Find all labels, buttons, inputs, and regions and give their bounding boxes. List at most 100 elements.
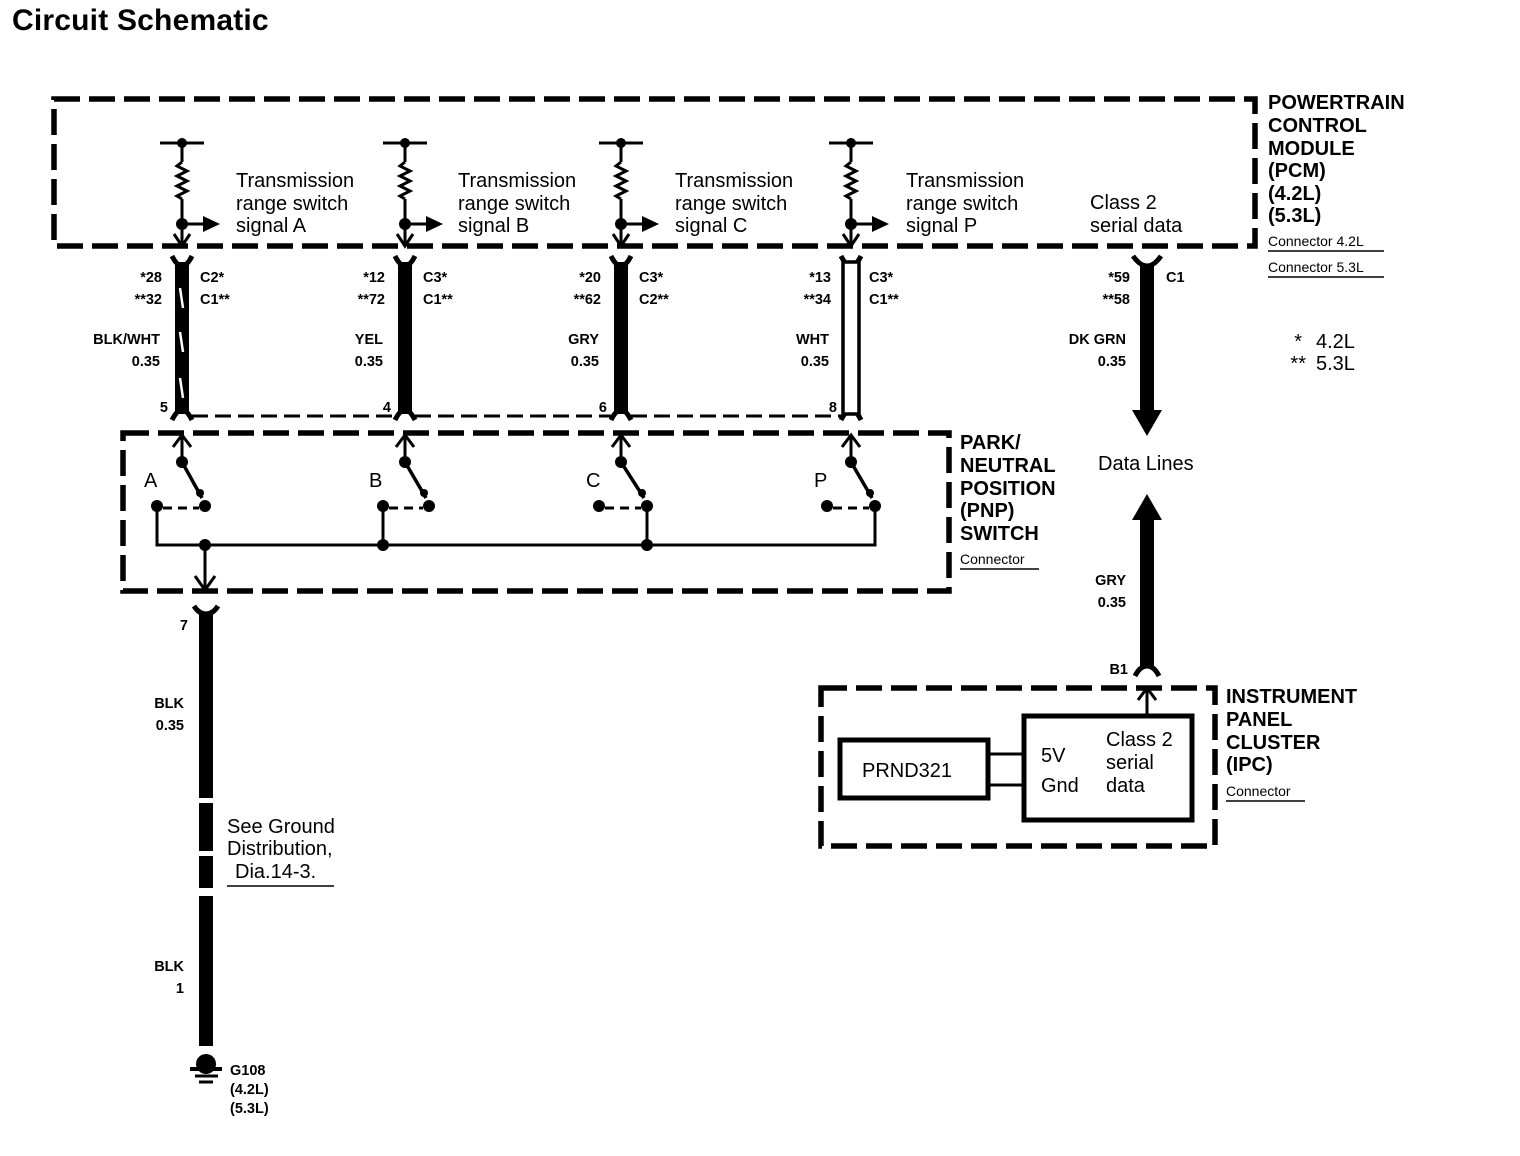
- svg-text:B1: B1: [1109, 662, 1128, 678]
- svg-text:*59: *59: [1108, 270, 1130, 286]
- connector-4-2l: C2*: [200, 270, 225, 286]
- ground-labels: 7 BLK 0.35 See Ground Distribution, Dia.…: [154, 618, 335, 1117]
- pin-number-4-2l: *20: [579, 270, 601, 286]
- pullup-resistor-p: [829, 138, 889, 249]
- svg-text:G108: G108: [230, 1063, 265, 1079]
- resistor-icon: [612, 160, 630, 201]
- stripe: [178, 287, 185, 309]
- svg-text:(PNP): (PNP): [960, 500, 1014, 522]
- svg-text:NEUTRAL: NEUTRAL: [960, 455, 1056, 477]
- pnp-common-bus: [155, 507, 877, 593]
- pin-number-5-3l: **62: [574, 292, 601, 308]
- wire-color: BLK/WHT: [93, 332, 160, 348]
- signal-arrow-icon: [872, 216, 889, 232]
- wire-color: WHT: [796, 332, 829, 348]
- pcm-signal-label-c: Transmission range switch signal C: [675, 170, 793, 237]
- svg-text:serial: serial: [1106, 752, 1154, 774]
- svg-text:**58: **58: [1103, 292, 1130, 308]
- pnp-pin: 5: [160, 400, 168, 416]
- svg-text:Dia.14-3.: Dia.14-3.: [235, 861, 316, 883]
- ipc-module: [1021, 713, 1195, 823]
- svg-text:CLUSTER: CLUSTER: [1226, 732, 1321, 754]
- contact-dot: [821, 500, 833, 512]
- svg-text:SWITCH: SWITCH: [960, 523, 1039, 545]
- connector-4-2l: C3*: [639, 270, 664, 286]
- pnp-switch-c: C: [586, 456, 653, 512]
- pullup-resistor-c: [599, 138, 659, 249]
- svg-text:(5.3L): (5.3L): [1268, 205, 1321, 227]
- pin-number-5-3l: **32: [135, 292, 162, 308]
- svg-text:data: data: [1106, 775, 1146, 797]
- svg-text:Transmission: Transmission: [675, 170, 793, 192]
- wire-gauge: 0.35: [801, 354, 829, 370]
- signal-arrow-icon: [426, 216, 443, 232]
- svg-text:signal B: signal B: [458, 215, 529, 237]
- svg-text:DK GRN: DK GRN: [1069, 332, 1126, 348]
- stripe: [178, 377, 185, 399]
- contact-dot: [151, 500, 163, 512]
- ipc-internals: [837, 713, 1195, 823]
- connector-5-3l: C1**: [200, 292, 230, 308]
- contact-dot: [593, 500, 605, 512]
- wire-p: [838, 254, 864, 462]
- svg-text:range switch: range switch: [675, 193, 787, 215]
- pnp-switch-b: B: [369, 456, 435, 512]
- wire-gauge: 0.35: [571, 354, 599, 370]
- pnp-pin: 4: [383, 400, 391, 416]
- resistor-icon: [842, 160, 860, 201]
- svg-text:1: 1: [176, 981, 184, 997]
- ground-wire: [190, 604, 334, 1084]
- svg-text:Class 2: Class 2: [1090, 192, 1157, 214]
- wire-a: [169, 254, 395, 462]
- svg-text:Connector 4.2L: Connector 4.2L: [1268, 233, 1364, 249]
- svg-text:5V: 5V: [1041, 745, 1066, 767]
- engine-legend: * 4.2L ** 5.3L: [1290, 331, 1355, 375]
- pnp-switch-a: A: [144, 456, 211, 512]
- signal-arrow-icon: [642, 216, 659, 232]
- svg-text:POWERTRAIN: POWERTRAIN: [1268, 92, 1405, 114]
- svg-text:BLK: BLK: [154, 959, 184, 975]
- svg-text:0.35: 0.35: [156, 718, 184, 734]
- svg-text:(4.2L): (4.2L): [230, 1082, 269, 1098]
- svg-text:Transmission: Transmission: [458, 170, 576, 192]
- svg-text:Class 2: Class 2: [1106, 729, 1173, 751]
- pin-number-5-3l: **34: [804, 292, 831, 308]
- svg-text:Connector 5.3L: Connector 5.3L: [1268, 259, 1364, 275]
- pullup-resistor-b: [383, 138, 443, 249]
- svg-text:0.35: 0.35: [1098, 354, 1126, 370]
- contact-dot: [377, 500, 389, 512]
- connector-5-3l: C2**: [639, 292, 669, 308]
- pcm-name: POWERTRAIN CONTROL MODULE (PCM) (4.2L) (…: [1268, 92, 1405, 275]
- pnp-switch-box: [120, 430, 952, 594]
- svg-text:GRY: GRY: [1095, 573, 1126, 589]
- pcm-signal-label-b: Transmission range switch signal B: [458, 170, 576, 237]
- serial-data-wire: [1130, 254, 1164, 718]
- svg-text:(IPC): (IPC): [1226, 754, 1273, 776]
- svg-text:C1: C1: [1166, 270, 1185, 286]
- contact-dot: [423, 500, 435, 512]
- svg-text:0.35: 0.35: [1098, 595, 1126, 611]
- connector-5-3l: C1**: [869, 292, 899, 308]
- switch-label: P: [814, 470, 827, 492]
- svg-text:CONTROL: CONTROL: [1268, 115, 1367, 137]
- resistor-icon: [173, 160, 191, 201]
- contact-dot: [641, 500, 653, 512]
- svg-text:(4.2L): (4.2L): [1268, 183, 1321, 205]
- pcm-signal-label-p: Transmission range switch signal P: [906, 170, 1024, 237]
- ipc-labels: PRND321 5V Gnd Class 2 serial data INSTR…: [862, 686, 1357, 799]
- arrow-up-icon: [1132, 494, 1162, 520]
- svg-text:Gnd: Gnd: [1041, 775, 1079, 797]
- svg-text:Transmission: Transmission: [236, 170, 354, 192]
- svg-text:PANEL: PANEL: [1226, 709, 1292, 731]
- pcm-box: [51, 96, 1258, 249]
- svg-text:(5.3L): (5.3L): [230, 1101, 269, 1117]
- pnp-pin: 6: [599, 400, 607, 416]
- connector-5-3l: C1**: [423, 292, 453, 308]
- wire-gauge: 0.35: [355, 354, 383, 370]
- svg-text:signal A: signal A: [236, 215, 307, 237]
- wire-color: YEL: [355, 332, 383, 348]
